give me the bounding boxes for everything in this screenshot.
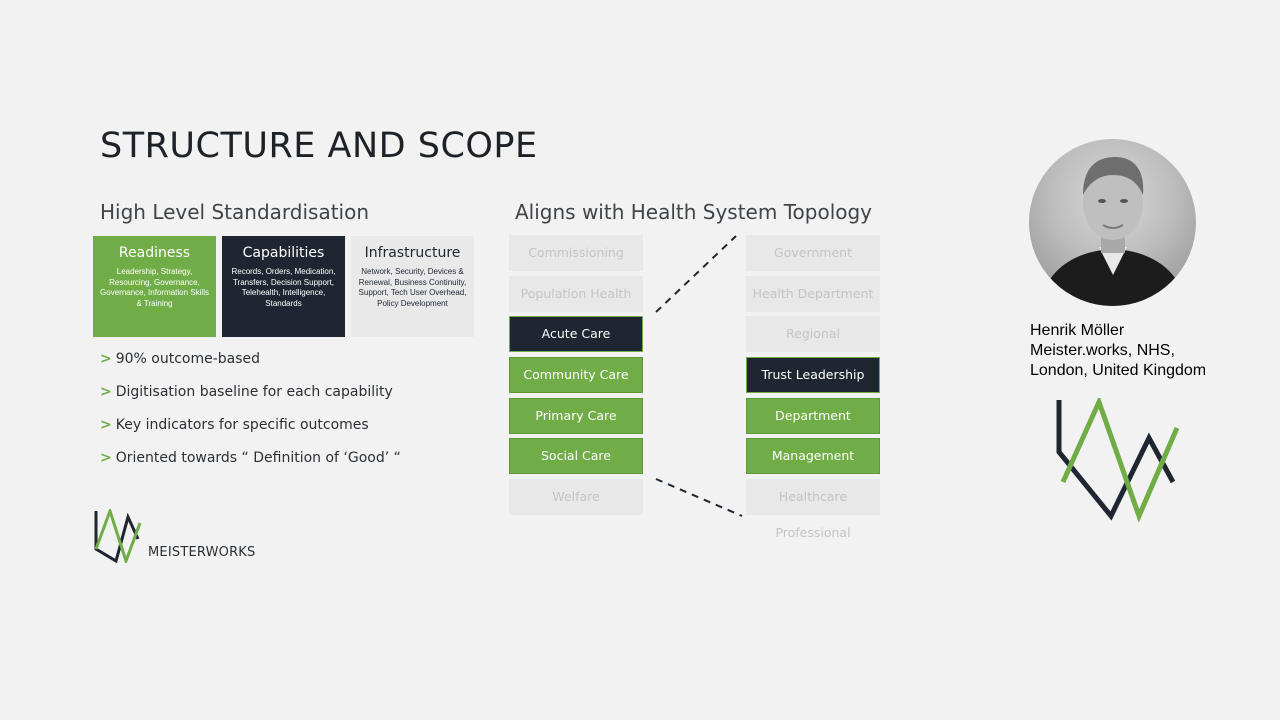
bullet-arrow-icon: >: [100, 351, 112, 367]
topology-box: Government: [746, 235, 880, 271]
topology-heading: Aligns with Health System Topology: [515, 200, 873, 224]
topology-box: Department Leadership: [746, 398, 880, 457]
topology-box: Welfare: [509, 479, 643, 515]
topology-box: Commissioning: [509, 235, 643, 271]
topology-box: Acute Care: [509, 316, 643, 352]
bullet-arrow-icon: >: [100, 450, 112, 466]
topology-box: Regional Administration: [746, 316, 880, 377]
meisterworks-large-logo-icon: [1056, 398, 1180, 522]
capabilities-card: Capabilities Records, Orders, Medication…: [222, 236, 345, 337]
infrastructure-card-body: Network, Security, Devices & Renewal, Bu…: [358, 267, 467, 308]
bullet-arrow-icon: >: [100, 417, 112, 433]
slide-title: STRUCTURE AND SCOPE: [100, 126, 538, 166]
speaker-org: Meister.works, NHS,: [1030, 342, 1175, 359]
connector-top-line: [655, 235, 737, 313]
readiness-card: Readiness Leadership, Strategy, Resourci…: [93, 236, 216, 337]
capabilities-card-body: Records, Orders, Medication, Transfers, …: [231, 267, 336, 308]
speaker-portrait-icon: [1039, 157, 1187, 306]
bullet-text: Key indicators for specific outcomes: [115, 417, 369, 433]
topology-box: Community Care: [509, 357, 643, 393]
readiness-card-title: Readiness: [118, 245, 191, 261]
topology-connector-lines: [655, 235, 743, 517]
bullet-text: Oriented towards “ Definition of ‘Good’ …: [115, 450, 401, 466]
bullet-item: >Oriented towards “ Definition of ‘Good’…: [100, 450, 401, 466]
connector-bottom-line: [655, 478, 743, 517]
bullet-arrow-icon: >: [100, 384, 112, 400]
bullet-text: Digitisation baseline for each capabilit…: [115, 384, 393, 400]
standardisation-heading: High Level Standardisation: [100, 200, 370, 224]
infrastructure-card-title: Infrastructure: [364, 245, 461, 261]
infrastructure-card: Infrastructure Network, Security, Device…: [351, 236, 474, 337]
bullet-item: >90% outcome-based: [100, 351, 260, 367]
bullet-item: >Key indicators for specific outcomes: [100, 417, 369, 433]
topology-box: Primary Care: [509, 398, 643, 434]
bullet-item: >Digitisation baseline for each capabili…: [100, 384, 393, 400]
meisterworks-logo-icon: [94, 509, 142, 563]
readiness-card-body: Leadership, Strategy, Resourcing, Govern…: [100, 267, 209, 308]
capabilities-card-title: Capabilities: [242, 245, 325, 261]
topology-box: Population Health: [509, 276, 643, 312]
meisterworks-wordmark: MEISTERWORKS: [148, 545, 256, 560]
speaker-caption: Henrik Möller Meister.works, NHS, London…: [1030, 321, 1206, 381]
speaker-name: Henrik Möller: [1030, 322, 1125, 339]
topology-box: Trust Leadership: [746, 357, 880, 393]
topology-box: Health Department: [746, 276, 880, 312]
speaker-photo: [1029, 139, 1196, 306]
topology-box: Social Care: [509, 438, 643, 474]
topology-box: Management: [746, 438, 880, 474]
bullet-text: 90% outcome-based: [115, 351, 261, 367]
speaker-location: London, United Kingdom: [1030, 362, 1207, 379]
topology-box: Healthcare Professional: [746, 479, 880, 540]
